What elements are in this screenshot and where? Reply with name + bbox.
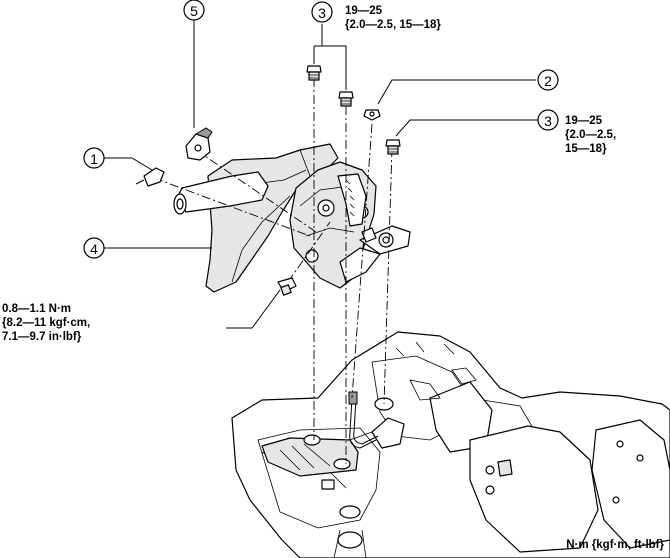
svg-text:3: 3	[318, 5, 326, 21]
parking-brake-switch	[185, 127, 213, 161]
bolt-top-right	[338, 91, 354, 107]
svg-text:4: 4	[90, 241, 98, 257]
units-note: N·m {kgf·m, ft·lbf}	[566, 539, 664, 551]
svg-text:2: 2	[544, 73, 552, 89]
callout-3-top: 3	[311, 1, 333, 23]
svg-text:5: 5	[190, 3, 198, 19]
callout-5: 5	[183, 0, 205, 21]
svg-text:3: 3	[544, 113, 552, 129]
leader-lines	[104, 20, 538, 329]
floor-tab	[321, 479, 335, 490]
bolt-top-left	[306, 65, 322, 81]
callout-1: 1	[83, 147, 105, 169]
svg-text:1: 1	[90, 151, 98, 167]
callout-2: 2	[537, 69, 559, 91]
brake-cable	[348, 391, 379, 449]
bolt-side	[385, 139, 401, 155]
parking-brake-lever	[289, 161, 411, 289]
torque-label-side-bolt: 19—25 {2.0—2.5, 15—18}	[565, 115, 617, 155]
switch-connector	[135, 167, 165, 187]
small-bolt	[277, 277, 297, 296]
torque-label-top-bolts: 19—25 {2.0—2.5, 15—18}	[345, 5, 441, 31]
assembly-lines	[153, 78, 393, 464]
callout-3-side: 3	[537, 109, 559, 131]
torque-label-small-bolt: 0.8—1.1 N·m {8.2—11 kgf·cm, 7.1—9.7 in·l…	[2, 303, 91, 343]
nut	[363, 109, 381, 121]
callout-4: 4	[83, 237, 105, 259]
floor-panel	[231, 331, 670, 558]
